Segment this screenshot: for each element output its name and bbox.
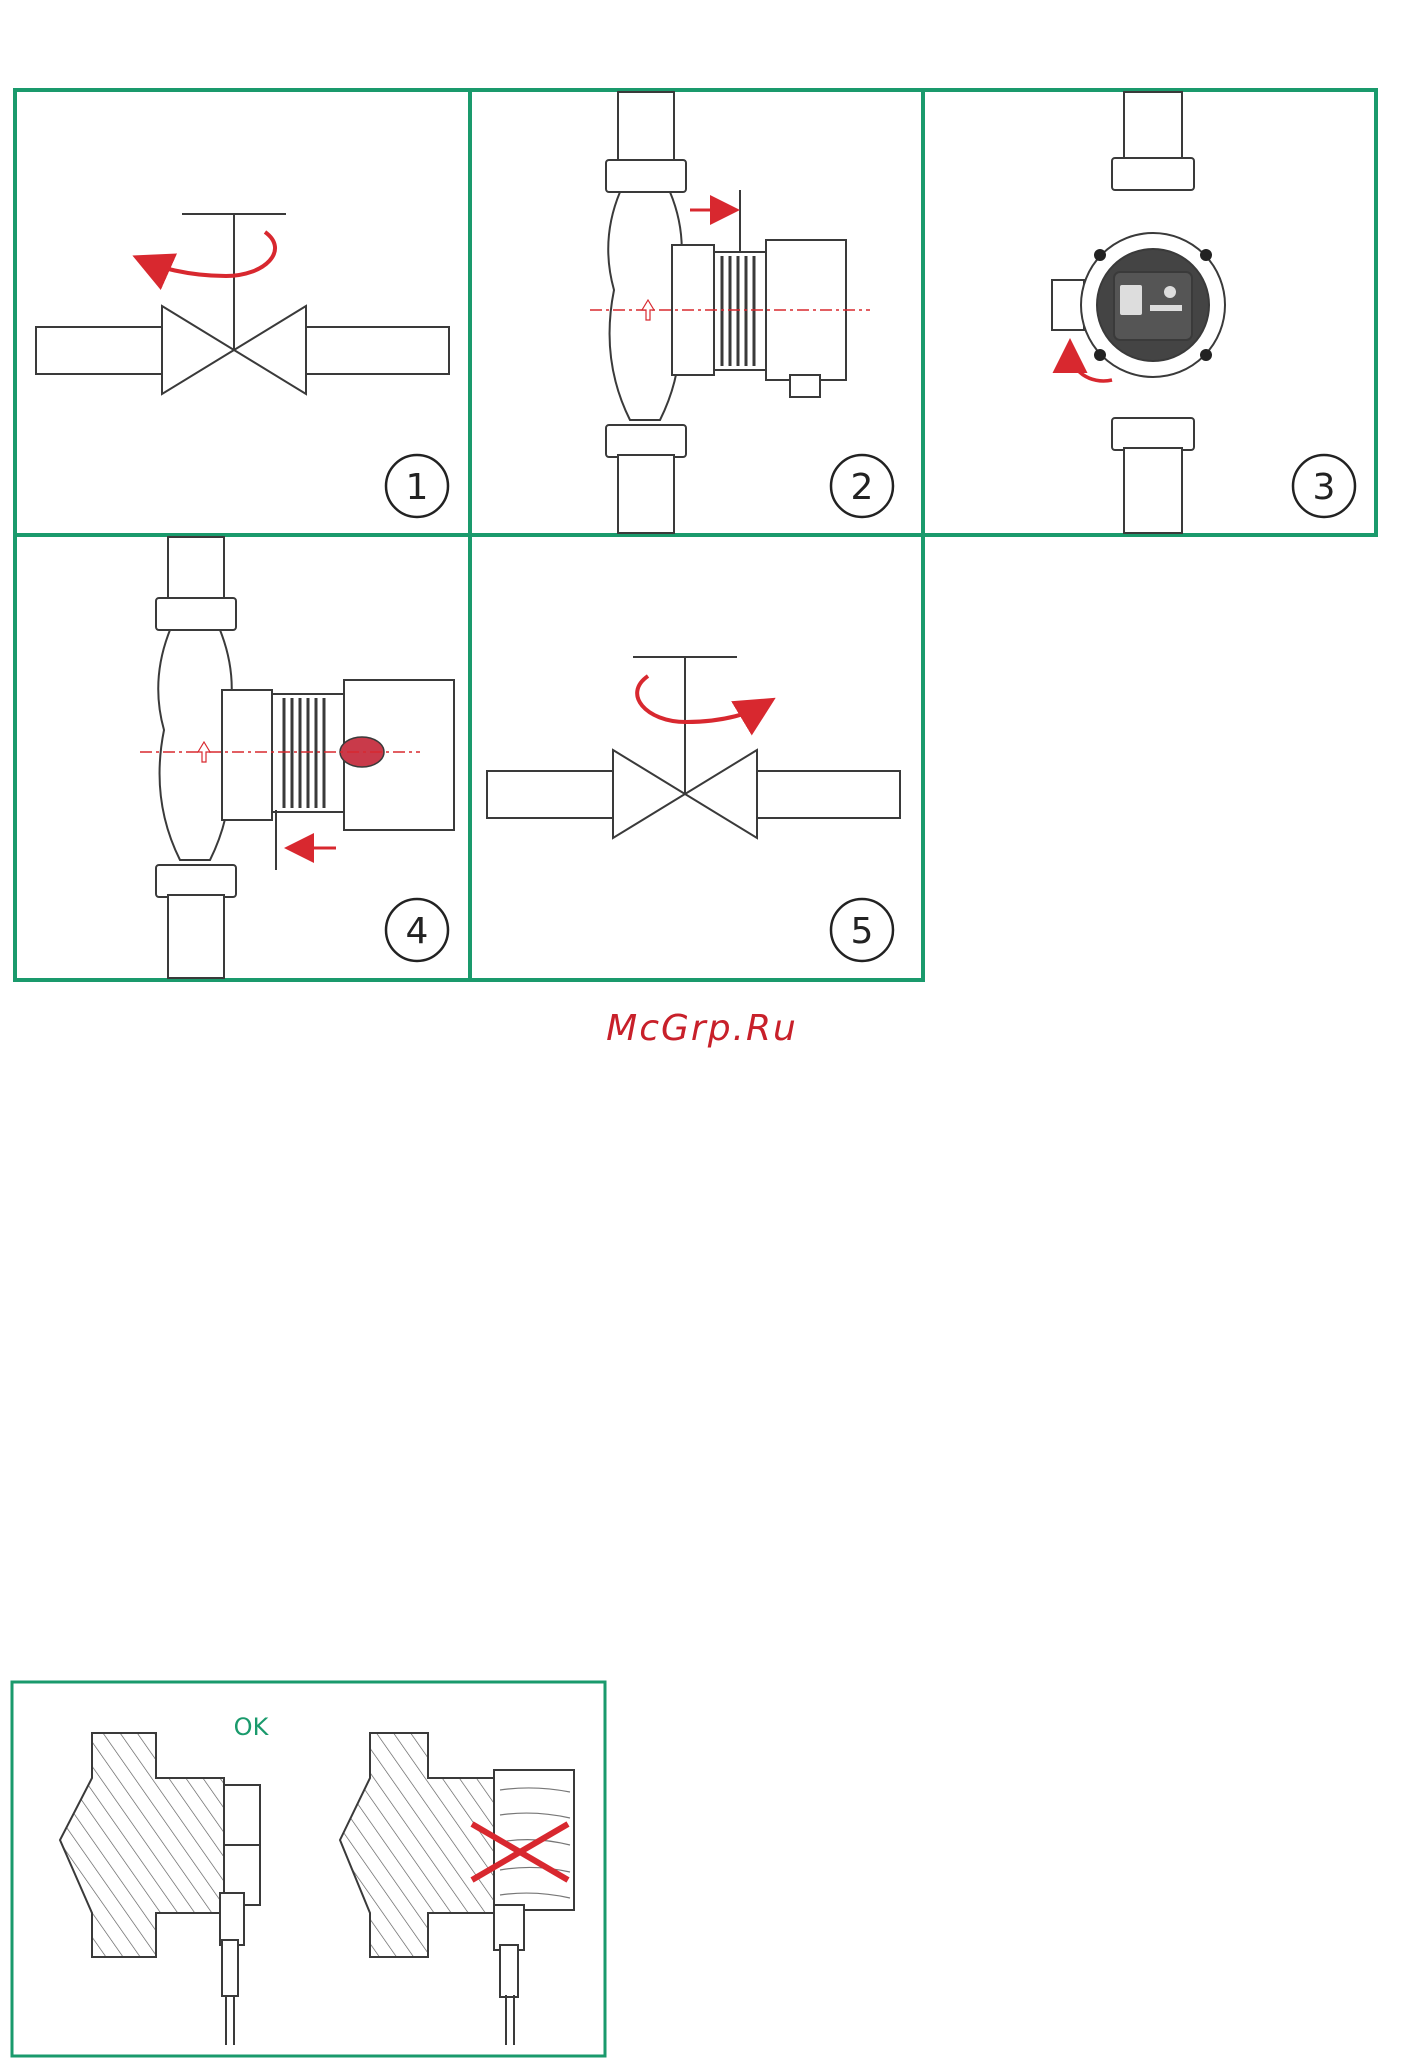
- correct-install-illustration: [60, 1733, 260, 2045]
- step-number-3: 3: [1313, 467, 1336, 508]
- valve-closing-illustration: [36, 214, 449, 394]
- step-number-4: 4: [406, 911, 429, 952]
- step-grid: [15, 90, 1376, 980]
- ok-label: OK: [234, 1713, 270, 1741]
- pump-removal-illustration: [606, 92, 846, 533]
- watermark-text: McGrp.Ru: [606, 1008, 798, 1049]
- valve-opening-illustration: [487, 657, 900, 838]
- step-number-2: 2: [851, 467, 874, 508]
- counterclockwise-arrow-icon: [147, 232, 275, 276]
- step-number-badges: [386, 455, 1355, 961]
- step-number-1: 1: [406, 467, 429, 508]
- incorrect-install-illustration: [340, 1733, 574, 2045]
- clockwise-arrow-icon: [637, 676, 762, 722]
- step-number-5: 5: [851, 911, 874, 952]
